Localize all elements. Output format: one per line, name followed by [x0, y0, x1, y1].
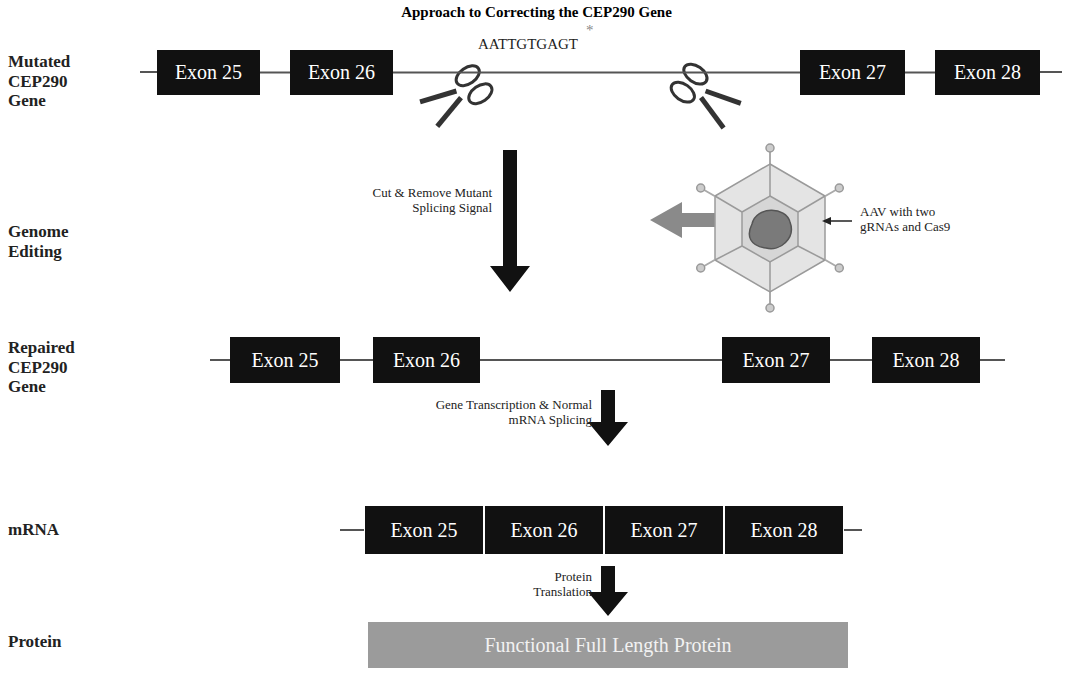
node-text: Exon 26 — [510, 519, 577, 542]
step-label: Cut & Remove Mutant Splicing Signal — [340, 186, 492, 216]
mrna-exon-box: Exon 27 — [604, 506, 724, 554]
row-label: Mutated CEP290 Gene — [8, 52, 100, 111]
gene-backbone — [393, 72, 800, 73]
node-text: Exon 28 — [954, 61, 1021, 84]
exon-box: Exon 26 — [290, 50, 393, 95]
row-label: Repaired CEP290 Gene — [8, 338, 100, 397]
row-label: mRNA — [8, 520, 100, 540]
node-text: Exon 28 — [892, 349, 959, 372]
row-label: Protein — [8, 632, 100, 652]
node-text: Exon 27 — [630, 519, 697, 542]
exon-box: Exon 27 — [722, 337, 830, 383]
gene-backbone — [260, 72, 290, 73]
mrna-exon-box: Exon 28 — [724, 506, 844, 554]
diagram-title: Approach to Correcting the CEP290 Gene — [0, 4, 1073, 21]
node-text: Exon 26 — [308, 61, 375, 84]
callout-label: AAV with two gRNAs and Cas9 — [860, 205, 970, 235]
exon-box: Exon 25 — [230, 337, 340, 383]
step-label: Gene Transcription & Normal mRNA Splicin… — [430, 398, 592, 428]
node-text: Exon 25 — [251, 349, 318, 372]
step-label: Protein Translation — [500, 570, 592, 600]
row-label: Genome Editing — [8, 222, 100, 261]
exon-box: Exon 27 — [800, 50, 905, 95]
mutation-marker: * — [586, 22, 600, 39]
gene-backbone — [830, 360, 872, 361]
gene-backbone — [905, 72, 935, 73]
mrna-exon-box: Exon 25 — [364, 506, 484, 554]
node-text: Exon 25 — [390, 519, 457, 542]
exon-box: Exon 25 — [157, 50, 260, 95]
node-text: Exon 26 — [393, 349, 460, 372]
gene-backbone — [480, 360, 722, 361]
node-text: Exon 27 — [819, 61, 886, 84]
exon-box: Exon 28 — [935, 50, 1040, 95]
mrna-exon-box: Exon 26 — [484, 506, 604, 554]
dna-sequence: AATTGTGAGT — [478, 36, 608, 53]
node-text: Functional Full Length Protein — [484, 634, 731, 657]
gene-backbone — [340, 360, 373, 361]
exon-box: Exon 28 — [872, 337, 980, 383]
protein-box: Functional Full Length Protein — [368, 622, 848, 668]
node-text: Exon 25 — [175, 61, 242, 84]
exon-box: Exon 26 — [373, 337, 480, 383]
node-text: Exon 28 — [750, 519, 817, 542]
node-text: Exon 27 — [742, 349, 809, 372]
